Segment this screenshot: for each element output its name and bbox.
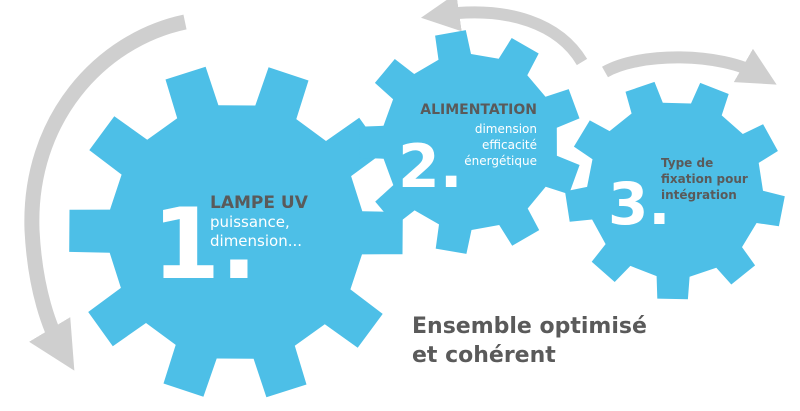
gear-1-heading: LAMPE UV bbox=[210, 193, 309, 213]
cycle-arrow-top-right bbox=[602, 48, 777, 85]
gear-3-line-2: fixation pour bbox=[661, 172, 748, 186]
gear-3-shape bbox=[565, 81, 785, 300]
gear-1-shape bbox=[69, 66, 403, 398]
gear-3-number: 3. bbox=[608, 170, 670, 238]
gear-1-line-1: puissance, bbox=[210, 213, 290, 231]
gear-3-line-3: intégration bbox=[661, 188, 737, 202]
gear-2-line-1: dimension bbox=[475, 122, 537, 136]
gear-2-heading: ALIMENTATION bbox=[420, 102, 537, 118]
gear-2-number: 2. bbox=[398, 132, 463, 202]
cycle-arrow-left bbox=[24, 14, 187, 371]
gear-2-line-3: énergétique bbox=[464, 154, 537, 168]
cycle-arrow-top-middle bbox=[420, 0, 588, 66]
gear-2-shape bbox=[359, 30, 580, 254]
summary-line-2: et cohérent bbox=[412, 343, 556, 368]
gear-3-line-1: Type de bbox=[661, 156, 713, 170]
summary-line-1: Ensemble optimisé bbox=[412, 314, 647, 339]
gear-1-number: 1. bbox=[152, 188, 257, 302]
gear-1-line-2: dimension... bbox=[210, 232, 302, 250]
gear-2-line-2: efficacité bbox=[482, 138, 537, 152]
